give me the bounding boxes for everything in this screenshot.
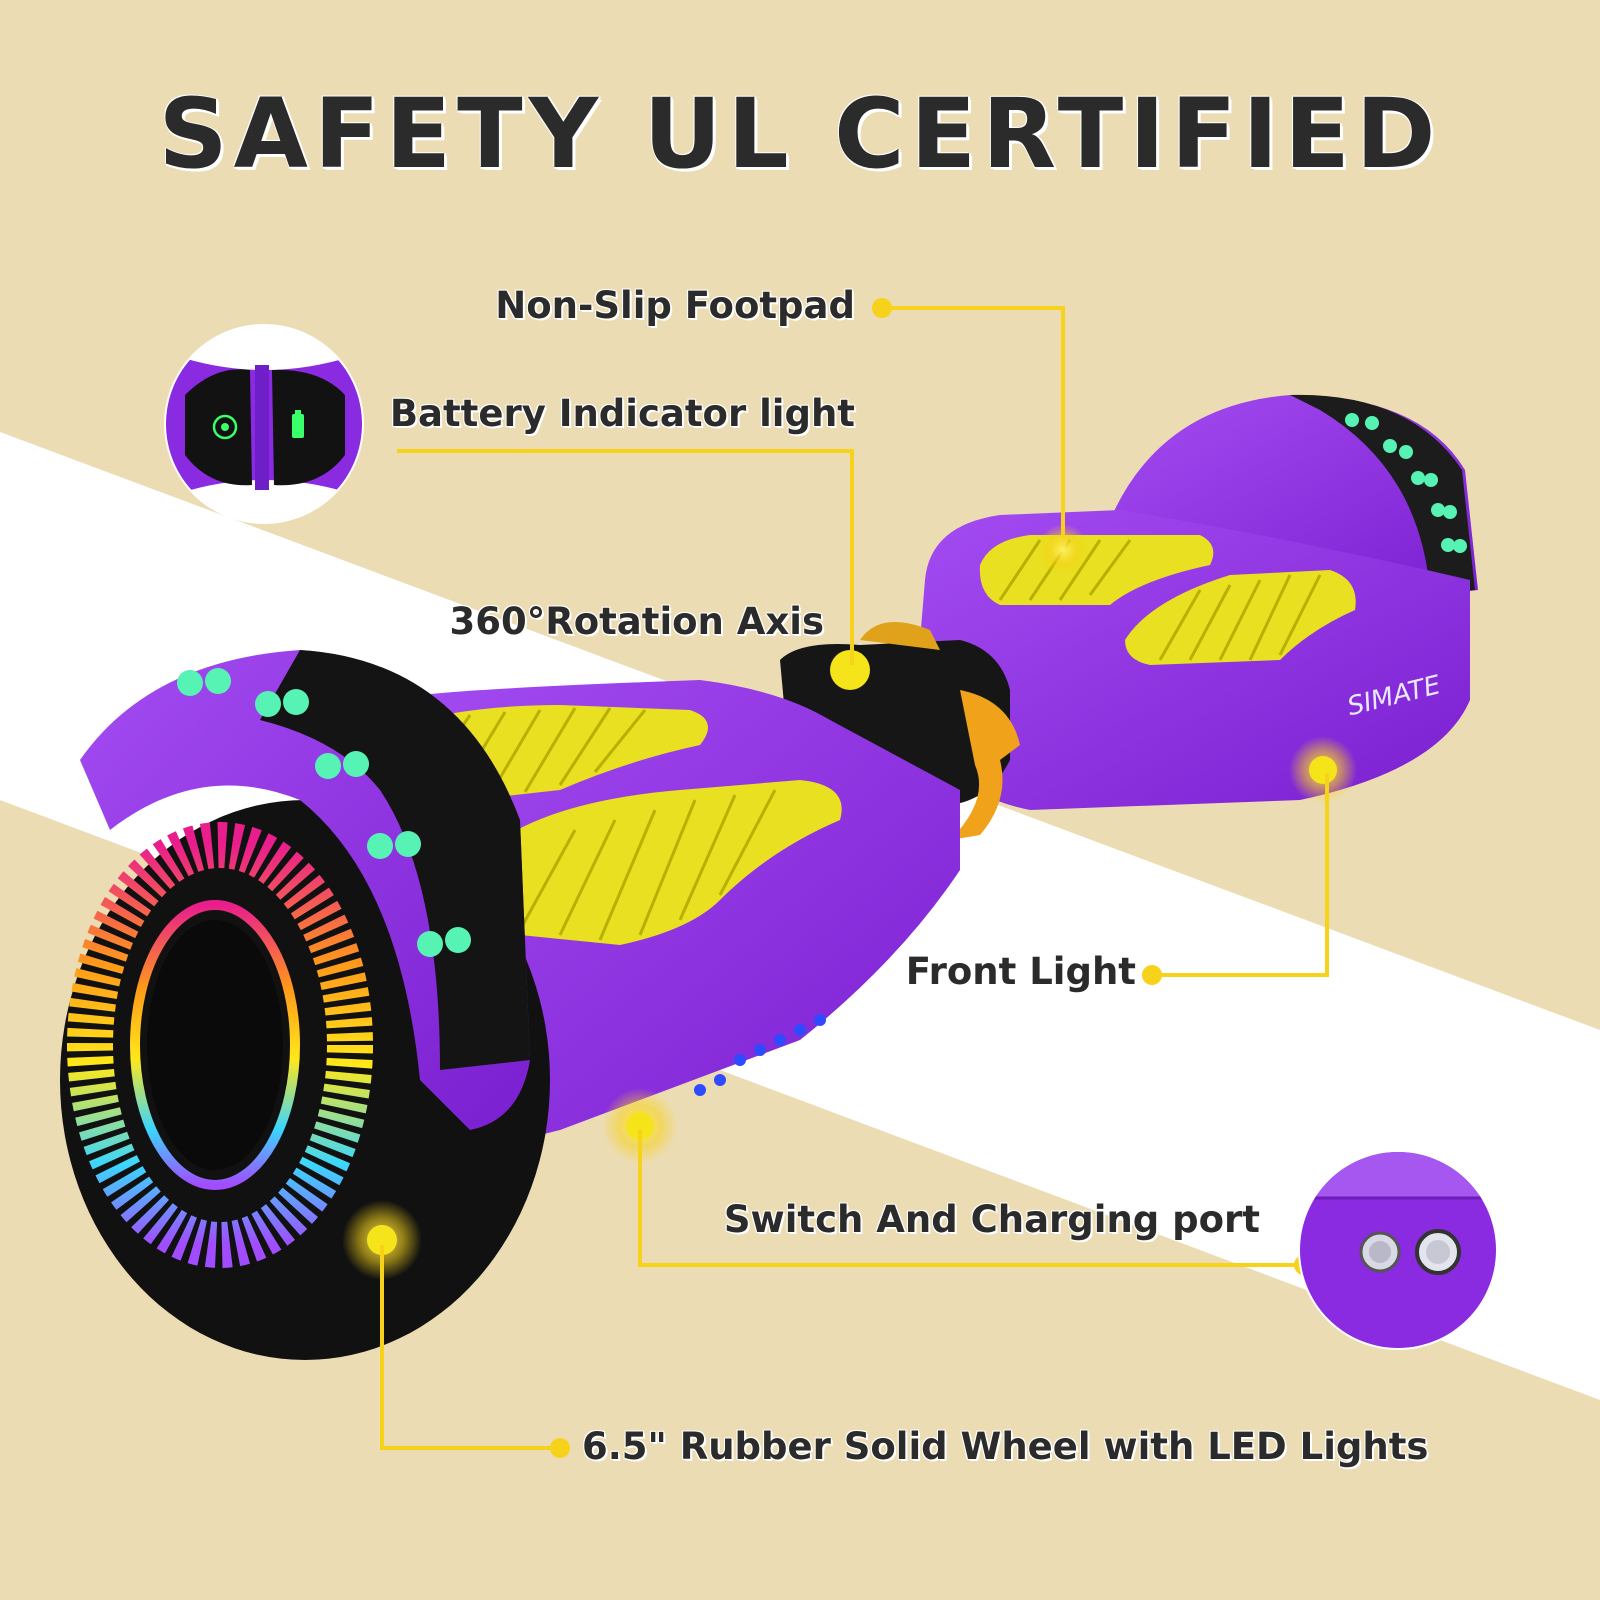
label-non-slip-footpad: Non-Slip Footpad bbox=[495, 284, 855, 327]
callout-lines bbox=[380, 306, 1329, 1450]
page-title: SAFETY UL CERTIFIED bbox=[158, 78, 1442, 190]
label-rotation-axis: 360°Rotation Axis bbox=[449, 600, 824, 643]
label-switch-charging-port: Switch And Charging port bbox=[723, 1198, 1260, 1241]
hoverboard: SIMATE bbox=[60, 394, 1478, 1360]
label-battery-indicator: Battery Indicator light bbox=[389, 392, 855, 435]
label-rubber-wheel: 6.5" Rubber Solid Wheel with LED Lights bbox=[582, 1425, 1429, 1468]
label-front-light: Front Light bbox=[905, 950, 1136, 993]
switch-port-inset bbox=[1298, 1150, 1498, 1350]
battery-indicator-inset bbox=[164, 324, 364, 524]
